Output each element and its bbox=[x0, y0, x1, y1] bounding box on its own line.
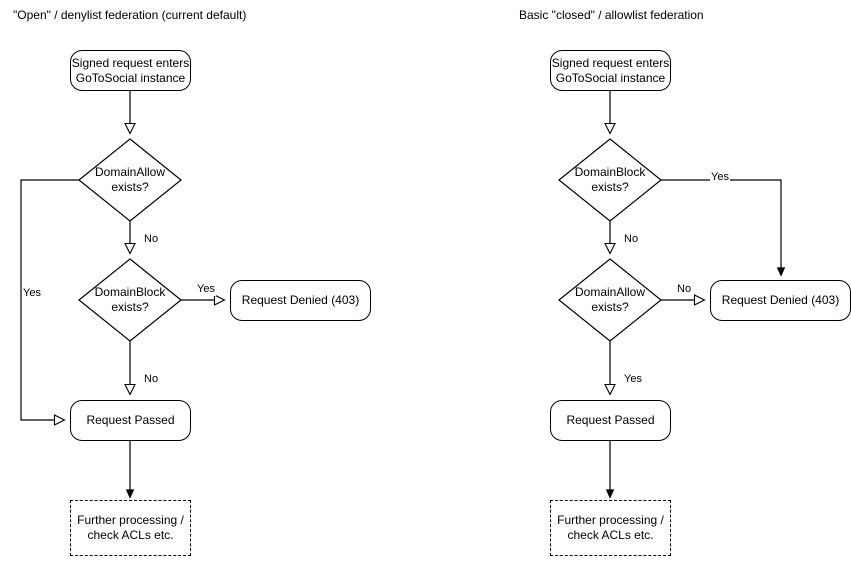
node-further-right-line1: Further processing / bbox=[557, 513, 664, 527]
node-start-right-line1: Signed request enters bbox=[551, 55, 670, 70]
edge-label-domainblock-no-left: No bbox=[143, 373, 160, 386]
node-passed-left-label: Request Passed bbox=[86, 413, 175, 427]
node-denied-left-label: Request Denied (403) bbox=[241, 293, 360, 307]
diamond-domainallow-left bbox=[78, 138, 182, 222]
node-further-left-line2: check ACLs etc. bbox=[87, 528, 174, 542]
edge-label-domainallow-yes-right: Yes bbox=[623, 373, 643, 386]
node-denied-right-label: Request Denied (403) bbox=[721, 293, 840, 307]
edge-domainallow-yes-left bbox=[20, 179, 79, 420]
diamond-domainblock-right bbox=[558, 138, 662, 222]
node-passed-right-label: Request Passed bbox=[566, 413, 655, 427]
node-further-left[interactable]: Further processing / check ACLs etc. bbox=[70, 500, 191, 556]
title-right-column: Basic "closed" / allowlist federation bbox=[519, 8, 704, 22]
node-passed-left[interactable]: Request Passed bbox=[70, 400, 191, 441]
edge-label-domainallow-no-right: No bbox=[676, 283, 693, 296]
edge-domainblock-yes-right bbox=[661, 179, 781, 275]
edge-label-domainblock-yes-right: Yes bbox=[710, 171, 730, 184]
node-start-right[interactable]: Signed request enters GoToSocial instanc… bbox=[550, 50, 671, 91]
node-passed-right[interactable]: Request Passed bbox=[550, 400, 671, 441]
node-further-right-line2: check ACLs etc. bbox=[567, 528, 654, 542]
diamond-domainblock-left bbox=[78, 258, 182, 342]
title-left-column: "Open" / denylist federation (current de… bbox=[13, 8, 247, 22]
edge-label-domainallow-yes-left: Yes bbox=[22, 287, 42, 300]
edge-label-domainallow-no-left: No bbox=[143, 233, 160, 246]
node-further-right[interactable]: Further processing / check ACLs etc. bbox=[550, 500, 671, 556]
edge-label-domainblock-yes-left: Yes bbox=[196, 283, 216, 296]
node-start-right-line2: GoToSocial instance bbox=[555, 70, 666, 85]
edge-label-domainblock-no-right: No bbox=[623, 233, 640, 246]
node-start-left-line1: Signed request enters bbox=[71, 55, 190, 70]
node-start-left-line2: GoToSocial instance bbox=[75, 70, 186, 85]
node-further-left-line1: Further processing / bbox=[77, 513, 184, 527]
node-denied-left[interactable]: Request Denied (403) bbox=[230, 280, 371, 321]
node-denied-right[interactable]: Request Denied (403) bbox=[710, 280, 851, 321]
node-start-left[interactable]: Signed request enters GoToSocial instanc… bbox=[70, 50, 191, 91]
diamond-domainallow-right bbox=[558, 258, 662, 342]
